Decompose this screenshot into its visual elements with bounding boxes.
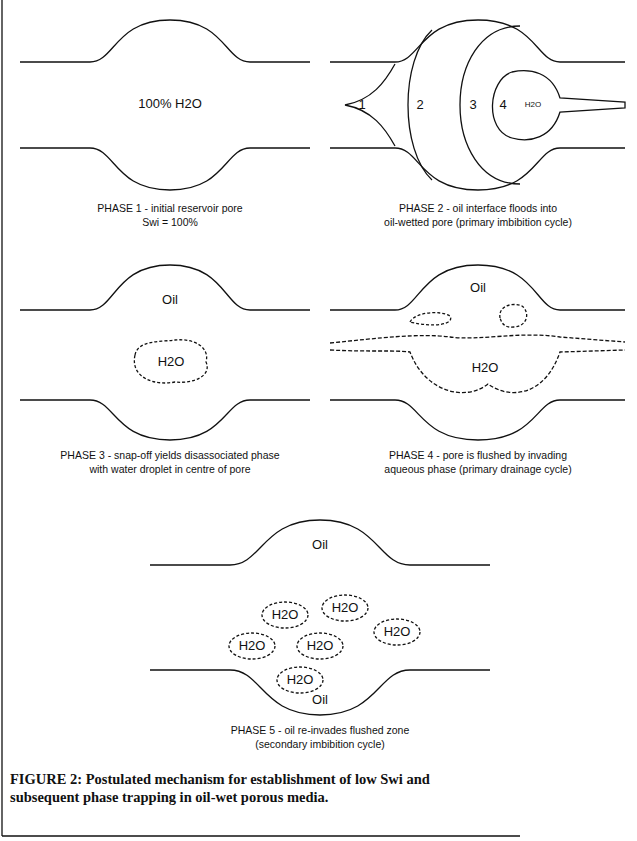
pore-wall <box>20 20 310 62</box>
fluid-label: H2O <box>307 639 334 654</box>
fluid-label: 100% H2O <box>138 97 202 112</box>
frame-line <box>1 0 2 836</box>
oil-front <box>345 64 395 146</box>
fluid-label: H2O <box>472 361 499 376</box>
phase-caption: with water droplet in centre of pore <box>89 463 250 475</box>
phase-caption: oil-wetted pore (primary imbibition cycl… <box>384 216 572 228</box>
water-interface <box>330 335 625 343</box>
water-interface <box>330 350 625 393</box>
pore-wall <box>330 400 625 440</box>
water-droplets <box>229 595 420 693</box>
fluid-label: H2O <box>525 100 541 109</box>
front-number: 1 <box>358 98 365 113</box>
water-droplet <box>134 340 207 383</box>
pore-wall <box>330 148 625 190</box>
fluid-label: Oil <box>312 693 328 708</box>
pore-wall <box>20 400 310 440</box>
fluid-label: H2O <box>287 673 314 688</box>
fluid-label: H2O <box>272 608 299 623</box>
phase-caption: aqueous phase (primary drainage cycle) <box>384 463 571 475</box>
oil-front <box>460 26 520 184</box>
front-number: 2 <box>416 98 423 113</box>
pore-wall <box>150 670 490 715</box>
phase-caption: PHASE 5 - oil re-invades flushed zone <box>231 724 410 736</box>
front-number: 3 <box>469 98 476 113</box>
pore-wall <box>20 265 310 310</box>
oil-blob <box>500 305 527 328</box>
oil-front <box>492 71 625 140</box>
figure-caption: FIGURE 2: Postulated mechanism for estab… <box>10 770 430 806</box>
pore-wall <box>20 148 310 190</box>
phase-caption: (secondary imbibition cycle) <box>255 738 385 750</box>
fluid-label: H2O <box>332 601 359 616</box>
frame-line <box>2 835 520 836</box>
fluid-label: Oil <box>312 538 328 553</box>
fluid-label: H2O <box>384 625 411 640</box>
fluid-label: H2O <box>158 355 185 370</box>
phase-caption: PHASE 4 - pore is flushed by invading <box>389 449 567 461</box>
pore-wall <box>330 20 625 62</box>
oil-front <box>408 30 432 180</box>
phase-caption: PHASE 1 - initial reservoir pore <box>97 202 242 214</box>
fluid-label: Oil <box>470 281 486 296</box>
fluid-label: Oil <box>162 293 178 308</box>
phase-caption: PHASE 2 - oil interface floods into <box>399 202 557 214</box>
pore-wall <box>330 265 625 310</box>
front-number: 4 <box>499 98 506 113</box>
phase-caption: Swi = 100% <box>142 216 198 228</box>
phase-caption: PHASE 3 - snap-off yields disassociated … <box>60 449 279 461</box>
oil-blob <box>410 313 451 325</box>
fluid-label: H2O <box>239 639 266 654</box>
pore-wall <box>150 520 490 565</box>
